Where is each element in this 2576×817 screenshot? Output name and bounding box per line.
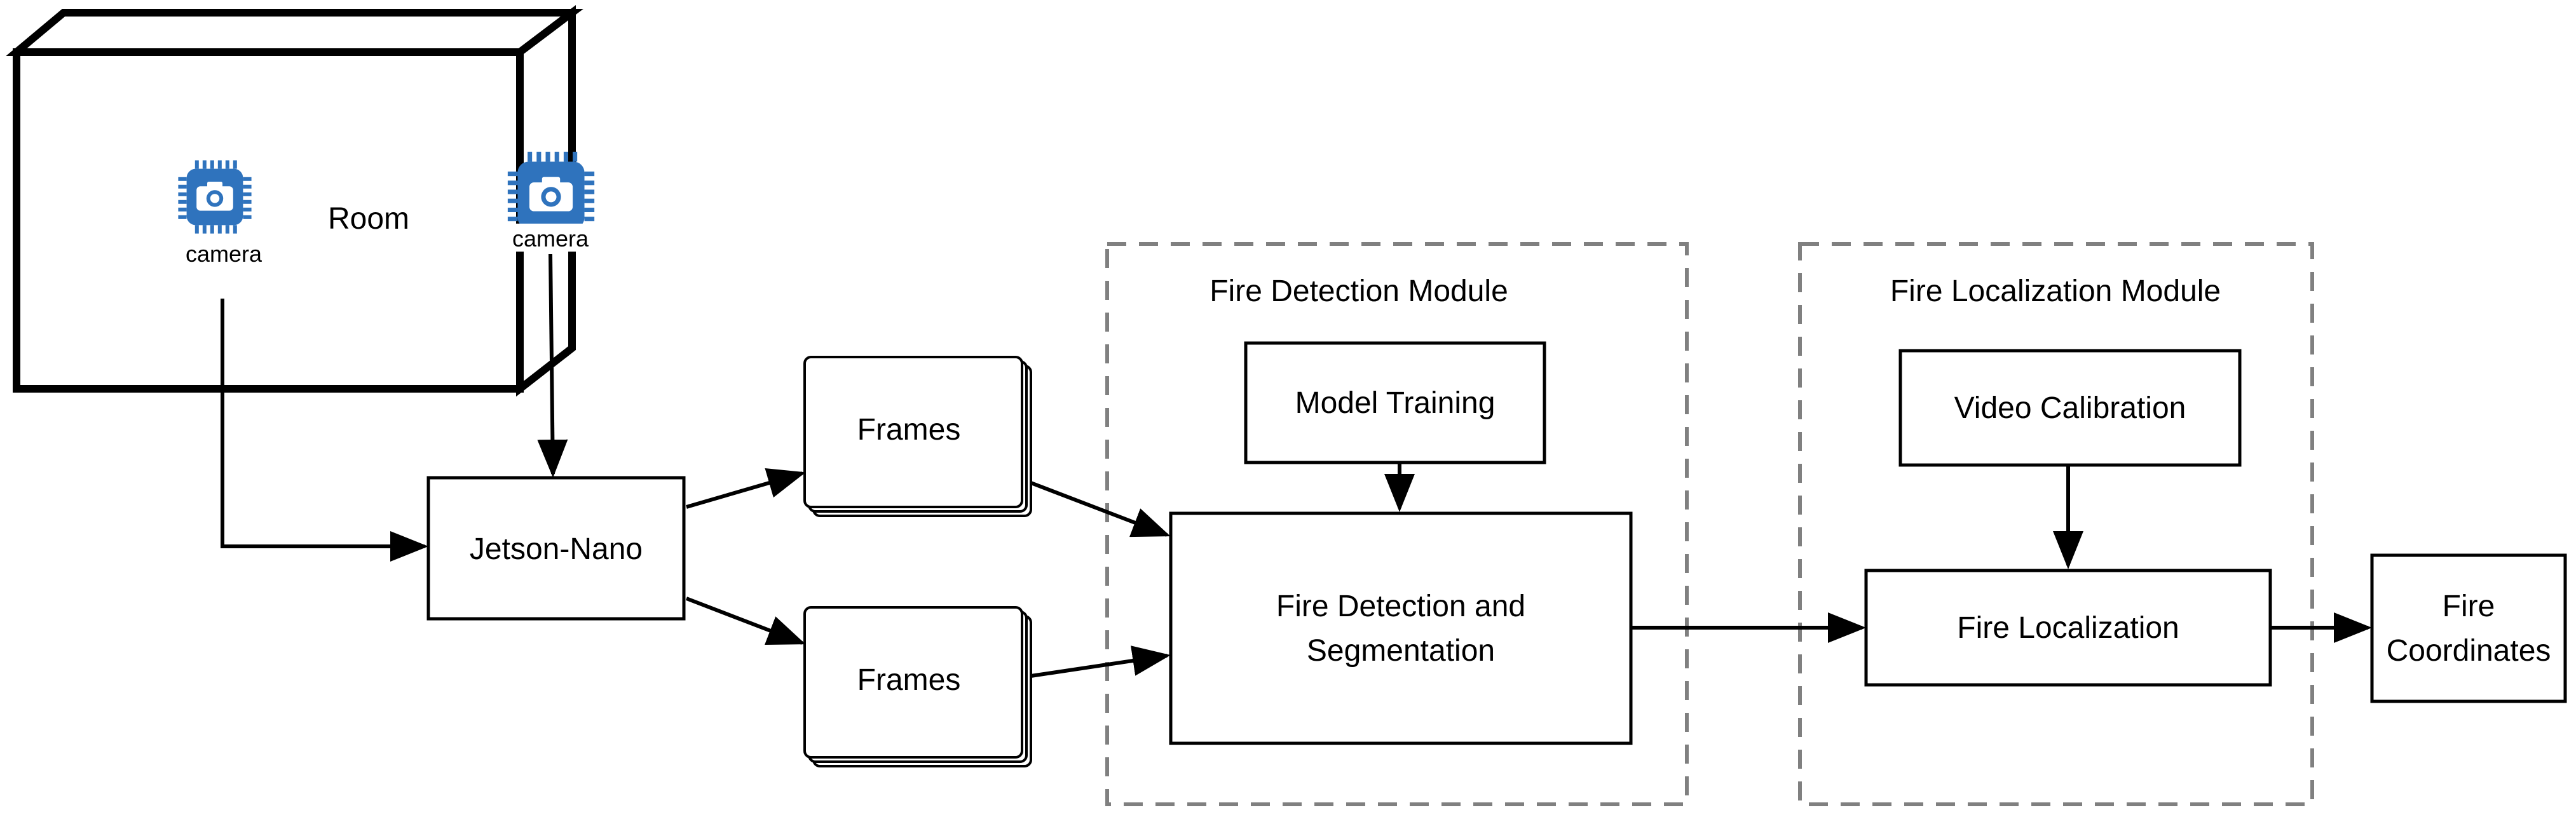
fire-detection-module [1105,242,1689,806]
camera-1: camera [177,160,272,267]
camera-1-label: camera [186,241,262,267]
frames-top-label: Frames [857,413,961,447]
frames-bottom-label: Frames [857,663,961,697]
camera-connectors [221,253,568,562]
fire-localization-module-title: Fire Localization Module [1890,274,2221,308]
model-training-label: Model Training [1295,386,1496,420]
fire-coordinates-line2: Coordinates [2387,634,2551,668]
model-training-box [1244,341,1546,464]
fire-localization-module [1798,242,2314,806]
fire-detection-module-title: Fire Detection Module [1210,274,1508,308]
fire-detection-segmentation-box [1169,511,1633,745]
video-calibration-box [1898,349,2242,467]
jetson-nano-label: Jetson-Nano [470,532,643,566]
jetson-nano-box [426,476,686,621]
camera-2-label: camera [512,226,589,252]
frames-stack-bottom [803,606,1032,767]
jetson-to-frames-arrows [685,468,806,645]
detection-input-arrows [1030,463,1415,678]
camera-2: camera [502,151,597,252]
fire-localization-box [1864,569,2272,687]
fire-coordinates-box [2370,553,2567,703]
room-box [6,4,583,397]
room-label: Room [328,202,409,236]
video-calibration-label: Video Calibration [1954,391,2186,425]
fire-detection-segmentation-line2: Segmentation [1307,634,1495,668]
fire-localization-label: Fire Localization [1957,611,2179,645]
frames-stack-top [803,356,1032,517]
fire-detection-segmentation-line1: Fire Detection and [1276,590,1525,623]
localization-arrows [1631,465,2372,643]
fire-coordinates-line1: Fire [2443,590,2495,623]
